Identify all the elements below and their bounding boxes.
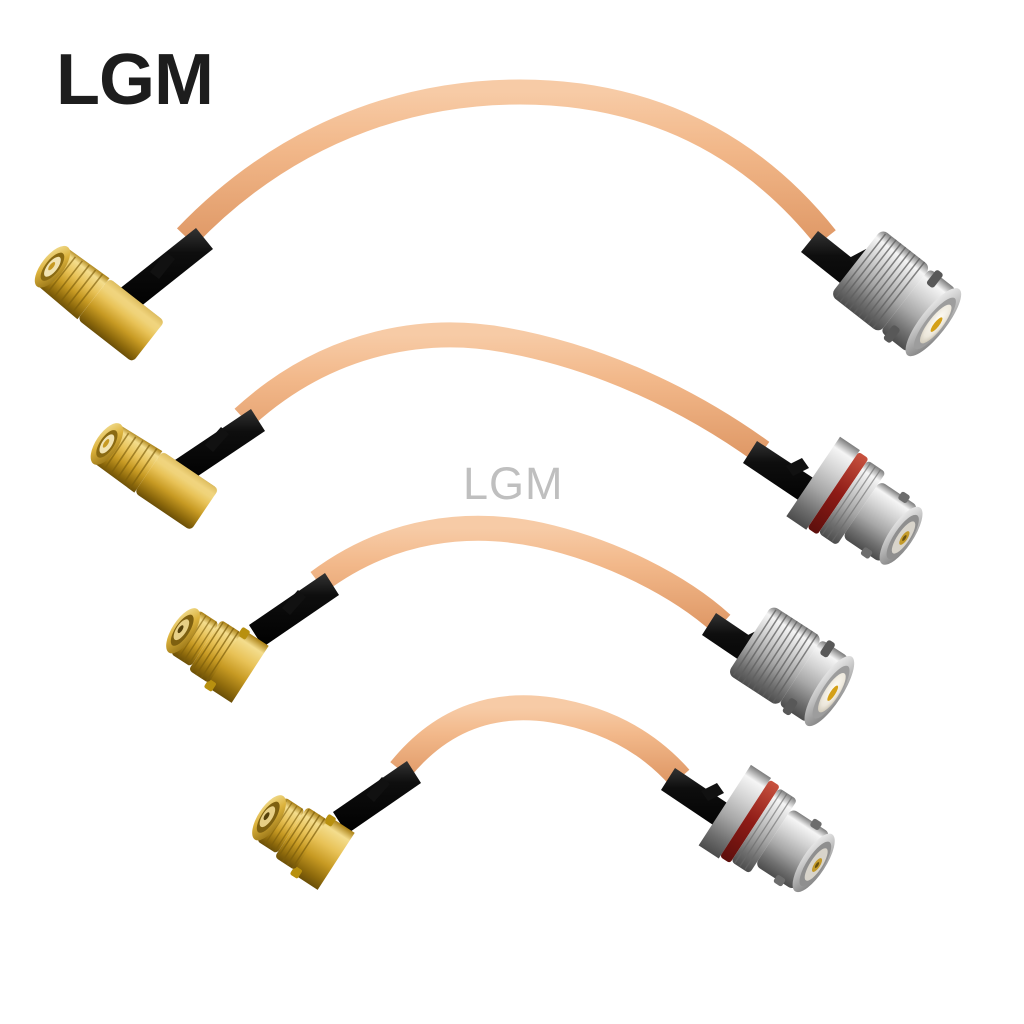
cable-jacket-row-1: [176, 79, 836, 246]
connector-bnc-female-bulkhead-row-4: [698, 764, 835, 893]
connector-sma-male-row-2: [90, 423, 218, 529]
oring-gasket-row-2: [808, 452, 868, 534]
assembly-row-1: [34, 79, 962, 361]
cable-jacket-row-3: [310, 515, 731, 634]
cable-jacket-row-4: [390, 695, 690, 787]
assembly-row-2: [90, 322, 923, 565]
brand-watermark: LGM: [463, 458, 564, 509]
connector-bnc-male-row-3: [730, 607, 855, 727]
connector-sma-female-bulkhead-row-4: [252, 795, 355, 890]
connector-bnc-male-row-1: [833, 231, 962, 357]
boot-left-row-1: [118, 228, 213, 311]
connector-sma-male-row-1: [34, 245, 163, 361]
oring-gasket-row-4: [721, 780, 779, 863]
connector-bnc-female-bulkhead-row-2: [786, 436, 923, 565]
boot-left-row-3: [249, 573, 339, 647]
cable-jacket-row-2: [234, 322, 770, 463]
assembly-row-4: [252, 695, 835, 893]
boot-left-row-4: [333, 761, 421, 834]
connector-sma-female-bulkhead-row-3: [166, 608, 269, 703]
assembly-row-3: [166, 515, 855, 727]
brand-logo: LGM: [56, 40, 214, 120]
boot-left-row-2: [172, 409, 265, 484]
